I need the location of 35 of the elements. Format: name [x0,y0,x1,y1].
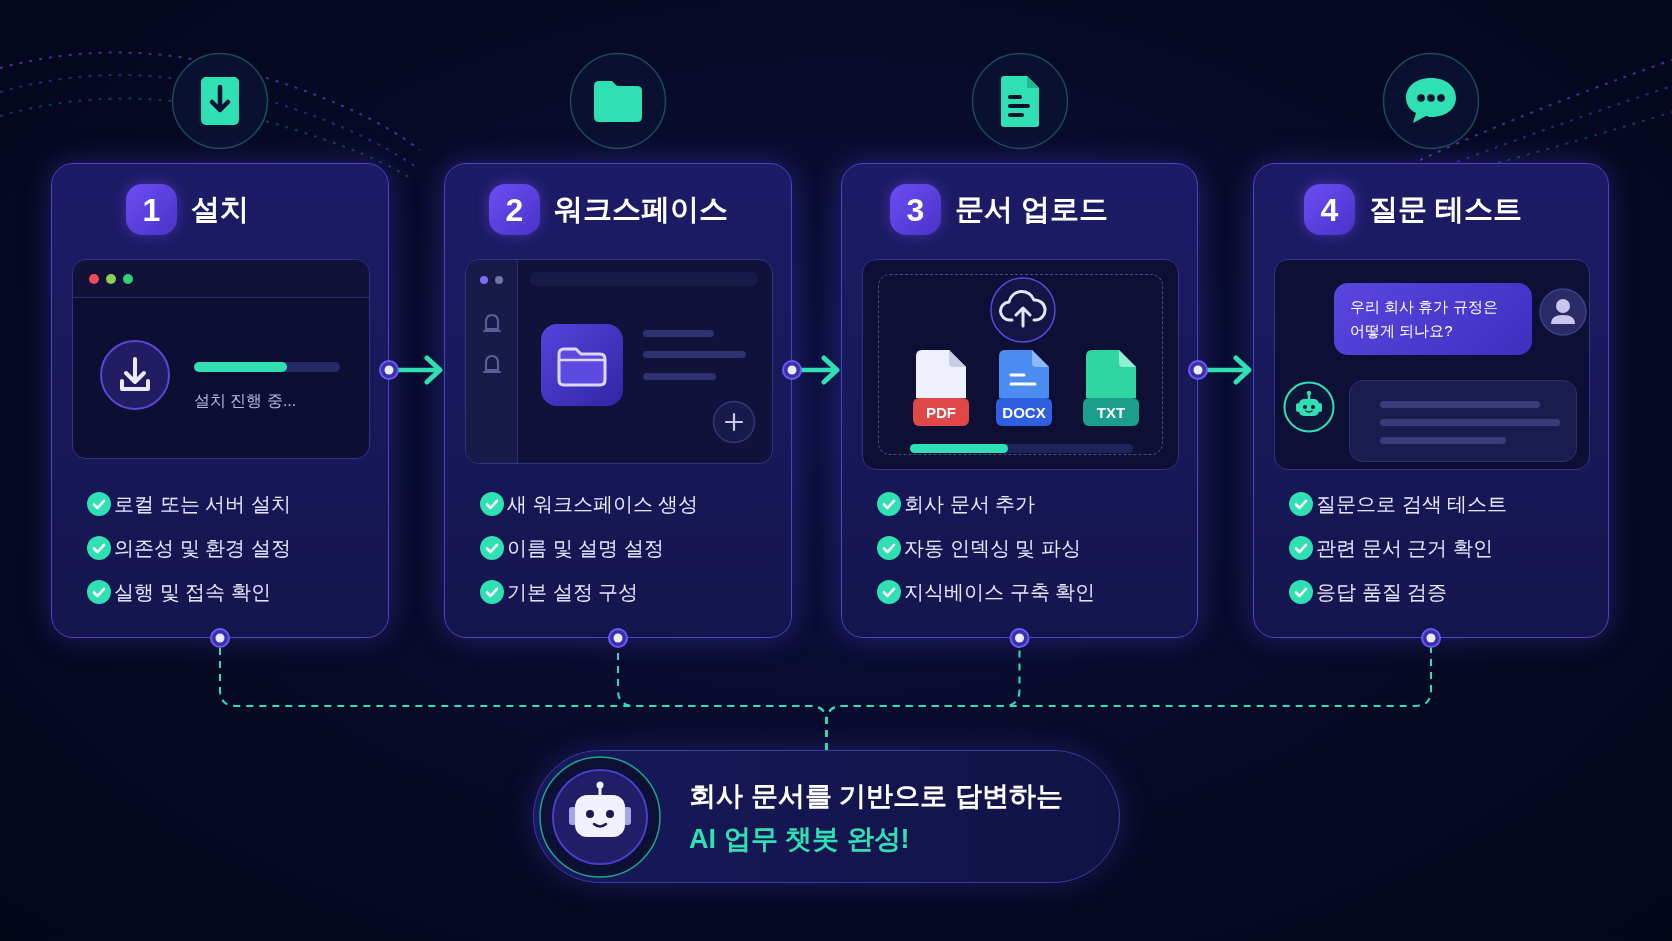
step-number-badge: 2 [489,184,540,235]
progress-label: 설치 진행 중... [194,391,297,411]
checklist-item: 기본 설정 구성 [507,580,639,604]
summary-text: 회사 문서를 기반으로 답변하는 [689,780,1063,813]
chat-bubble: 우리 회사 휴가 규정은 어떻게 되나요? [1334,283,1532,355]
file-type-tag: PDF [913,398,969,426]
checklist-item: 의존성 및 환경 설정 [114,536,291,560]
checklist-item: 응답 품질 검증 [1316,580,1448,604]
file-type-tag: DOCX [996,398,1052,426]
step-card [444,163,792,638]
dashed-connector [825,628,1441,751]
summary-highlight-text: AI 업무 챗봇 완성! [689,823,910,856]
checklist-item: 자동 인덱싱 및 파싱 [904,536,1081,560]
step-card [1253,163,1609,638]
checklist-item: 질문으로 검색 테스트 [1316,492,1508,516]
checklist-item: 지식베이스 구축 확인 [904,580,1096,604]
step-card [841,163,1198,638]
checklist-item: 관련 문서 근거 확인 [1316,536,1493,560]
arrow [1188,355,1252,385]
arrow [379,355,443,385]
step-number-badge: 3 [890,184,941,235]
step-title: 설치 [191,192,249,227]
step-title: 문서 업로드 [955,192,1109,227]
checklist-item: 실행 및 접속 확인 [114,580,271,604]
step-number-badge: 4 [1304,184,1355,235]
step-card [51,163,389,638]
step-title: 워크스페이스 [554,192,728,227]
checklist-item: 회사 문서 추가 [904,492,1036,516]
file-type-tag: TXT [1083,398,1139,426]
step-number-badge: 1 [126,184,177,235]
checklist-item: 새 워크스페이스 생성 [507,492,699,516]
checklist-item: 이름 및 설명 설정 [507,536,664,560]
step-title: 질문 테스트 [1369,192,1523,227]
arrow [782,355,840,385]
checklist-item: 로컬 또는 서버 설치 [114,492,291,516]
